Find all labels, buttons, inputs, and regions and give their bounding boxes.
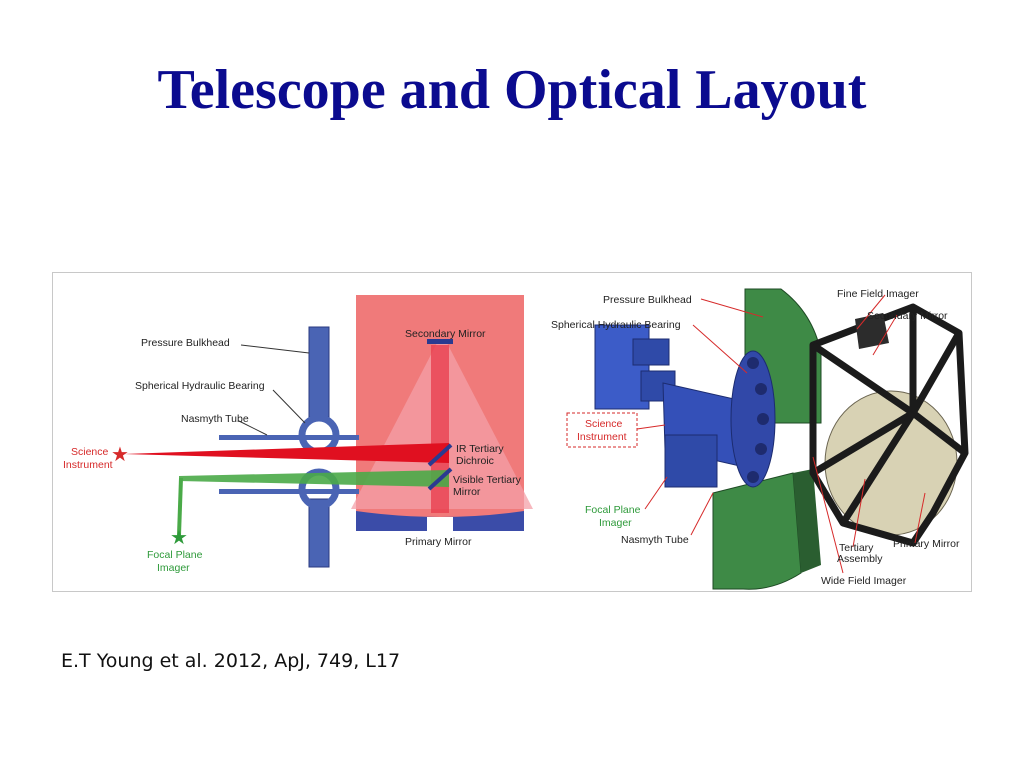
- ir-beam: [123, 443, 449, 463]
- label-ir-tertiary-1: IR Tertiary: [456, 443, 504, 455]
- label-pressure-bulkhead: Pressure Bulkhead: [141, 337, 230, 349]
- label-ir-tertiary-2: Dichroic: [456, 455, 494, 467]
- label-r-fine-field-imager: Fine Field Imager: [837, 288, 919, 300]
- label-secondary-mirror: Secondary Mirror: [405, 328, 486, 340]
- instrument-module-1: [632, 338, 670, 366]
- label-science-instrument-2: Instrument: [63, 459, 113, 471]
- label-primary-mirror: Primary Mirror: [405, 536, 472, 548]
- nasmyth-tube-lower: [219, 489, 359, 494]
- label-r-focal-plane-2: Imager: [599, 517, 632, 529]
- science-instrument-star-icon: ★: [111, 442, 129, 466]
- pressure-bulkhead-upper: [308, 326, 330, 418]
- label-r-tertiary-2: Assembly: [837, 553, 883, 565]
- secondary-mirror: [427, 339, 453, 344]
- label-r-wide-field-imager: Wide Field Imager: [821, 575, 907, 587]
- truss-frame: [809, 303, 969, 547]
- secondary-housing: [855, 313, 889, 349]
- label-hydraulic-bearing: Spherical Hydraulic Bearing: [135, 380, 265, 392]
- citation: E.T Young et al. 2012, ApJ, 749, L17: [61, 650, 401, 672]
- label-r-nasmyth-tube: Nasmyth Tube: [621, 534, 689, 546]
- label-r-focal-plane-1: Focal Plane: [585, 504, 641, 516]
- telescope-rendering: Pressure Bulkhead Spherical Hydraulic Be…: [551, 288, 969, 590]
- visible-beam-drop: [177, 477, 183, 536]
- label-science-instrument-1: Science: [71, 446, 109, 458]
- label-visible-tertiary-2: Mirror: [453, 486, 481, 498]
- pressure-bulkhead-lower: [308, 498, 330, 568]
- leader-pressure-bulkhead: [240, 344, 310, 354]
- bulkhead-lower-side: [793, 469, 821, 573]
- leader-nasmyth-tube: [238, 420, 268, 436]
- slide-title: Telescope and Optical Layout: [157, 59, 867, 121]
- nasmyth-tube-upper: [219, 435, 359, 440]
- label-r-primary-mirror: Primary Mirror: [893, 538, 960, 550]
- focal-plane-imager-box: [664, 434, 718, 488]
- label-r-secondary-mirror: Secondary Mirror: [867, 310, 948, 322]
- optical-schematic: ★ ★ Pressure Bulkhead Spherical Hydrauli…: [63, 295, 533, 574]
- label-r-science-instrument-1: Science: [585, 418, 623, 430]
- leader-lines-right: [636, 294, 926, 574]
- leader-hydraulic-bearing: [272, 389, 306, 424]
- label-r-tertiary-1: Tertiary: [839, 542, 874, 554]
- primary-mirror-hole: [427, 517, 453, 531]
- bearing-pads: [747, 357, 769, 483]
- visible-beam: [179, 470, 449, 487]
- label-r-science-instrument-2: Instrument: [577, 431, 627, 443]
- central-beam: [431, 345, 449, 513]
- label-r-hydraulic-bearing: Spherical Hydraulic Bearing: [551, 319, 681, 331]
- label-visible-tertiary-1: Visible Tertiary: [453, 474, 522, 486]
- visible-tertiary-mirror: [427, 467, 453, 491]
- primary-mirror-dish: [824, 390, 958, 536]
- bulkhead-lower: [712, 472, 802, 590]
- telescope-figure: ★ ★ Pressure Bulkhead Spherical Hydrauli…: [52, 272, 972, 592]
- ir-tertiary-dichroic: [427, 443, 453, 467]
- telescope-diagram: ★ ★ Pressure Bulkhead Spherical Hydrauli…: [63, 288, 969, 590]
- label-focal-plane-2: Imager: [157, 562, 190, 574]
- label-r-pressure-bulkhead: Pressure Bulkhead: [603, 294, 692, 306]
- label-focal-plane-1: Focal Plane: [147, 549, 203, 561]
- label-nasmyth-tube: Nasmyth Tube: [181, 413, 249, 425]
- science-instrument-callout: [566, 412, 638, 448]
- focal-plane-star-icon: ★: [170, 525, 188, 549]
